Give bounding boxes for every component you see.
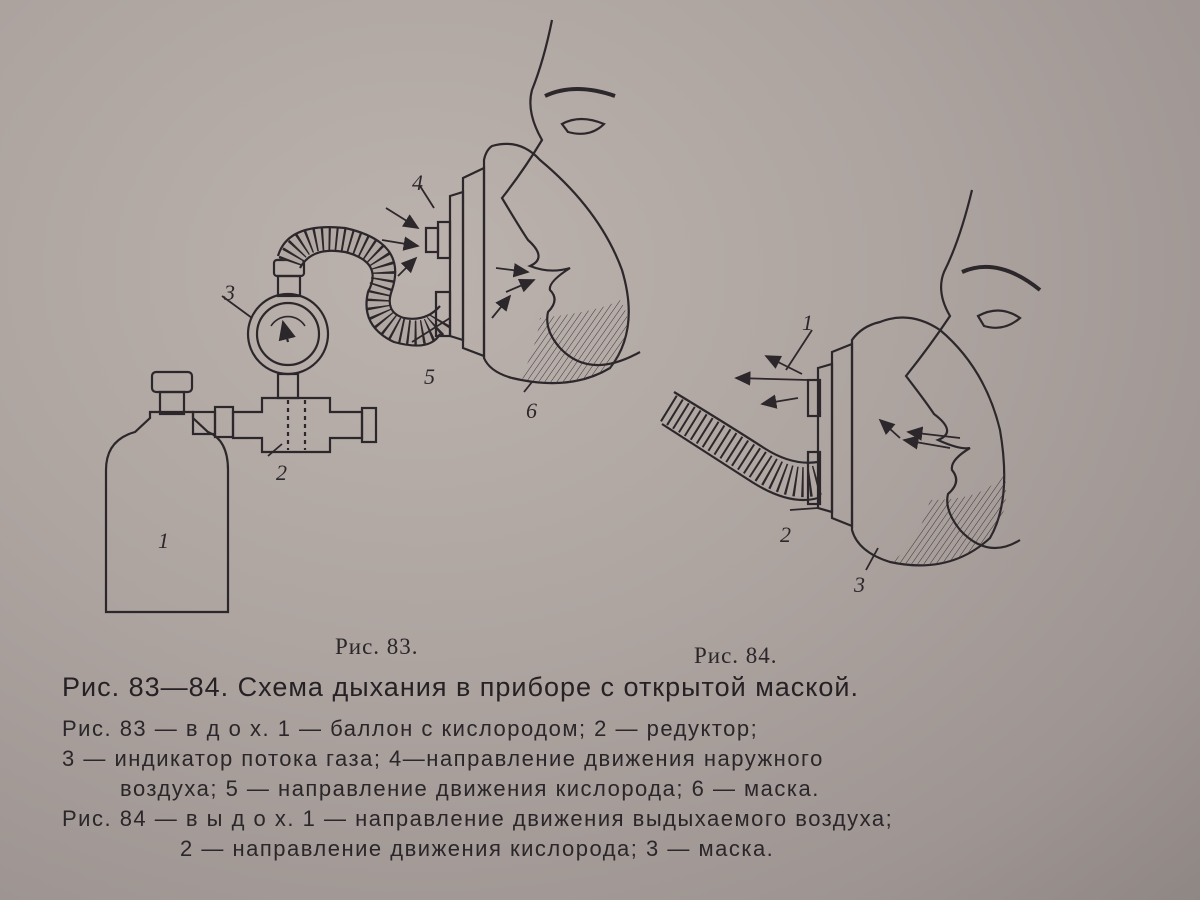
figure-83: 1 2 3 4 5 6 (104, 19, 641, 614)
caption-title: Рис. 83—84. Схема дыхания в приборе с от… (62, 672, 860, 702)
corrugated-hose (276, 226, 451, 347)
legend-line-4: Рис. 84 — в ы д о х. 1 — направление дви… (62, 806, 894, 831)
mask-fig83 (424, 142, 630, 385)
callout-2-fig84: 2 (780, 522, 791, 547)
callout-2-fig83: 2 (276, 460, 287, 485)
oxygen-cylinder (104, 370, 235, 614)
callout-3-fig84: 3 (853, 572, 865, 597)
gas-flow-indicator (246, 258, 330, 376)
face-profile-fig83 (500, 19, 641, 367)
figure-84-label: Рис. 84. (694, 643, 778, 668)
figure-83-label: Рис. 83. (335, 634, 419, 659)
face-profile-fig84 (904, 189, 1042, 550)
callout-1-fig84: 1 (802, 310, 813, 335)
callout-1-fig83: 1 (158, 528, 169, 553)
callout-5-fig83: 5 (424, 364, 435, 389)
arrows-fig83 (221, 185, 536, 457)
callouts-fig83: 1 2 3 4 5 6 (158, 170, 537, 553)
callout-3-fig83: 3 (223, 280, 235, 305)
corrugated-hose-fig84 (660, 391, 823, 502)
legend-line-1: Рис. 83 — в д о х. 1 — баллон с кислород… (62, 716, 759, 741)
figure-84: 1 2 3 (660, 189, 1042, 597)
callout-4-fig83: 4 (412, 170, 423, 195)
callouts-fig84: 1 2 3 (780, 310, 865, 597)
legend-line-2: 3 — индикатор потока газа; 4—направление… (62, 746, 824, 771)
reducer (231, 372, 378, 454)
callout-6-fig83: 6 (526, 398, 537, 423)
legend-line-5: 2 — направление движения кислорода; 3 — … (180, 836, 775, 861)
legend-line-3: воздуха; 5 — направление движения кислор… (120, 776, 820, 801)
arrows-fig84 (734, 329, 961, 571)
